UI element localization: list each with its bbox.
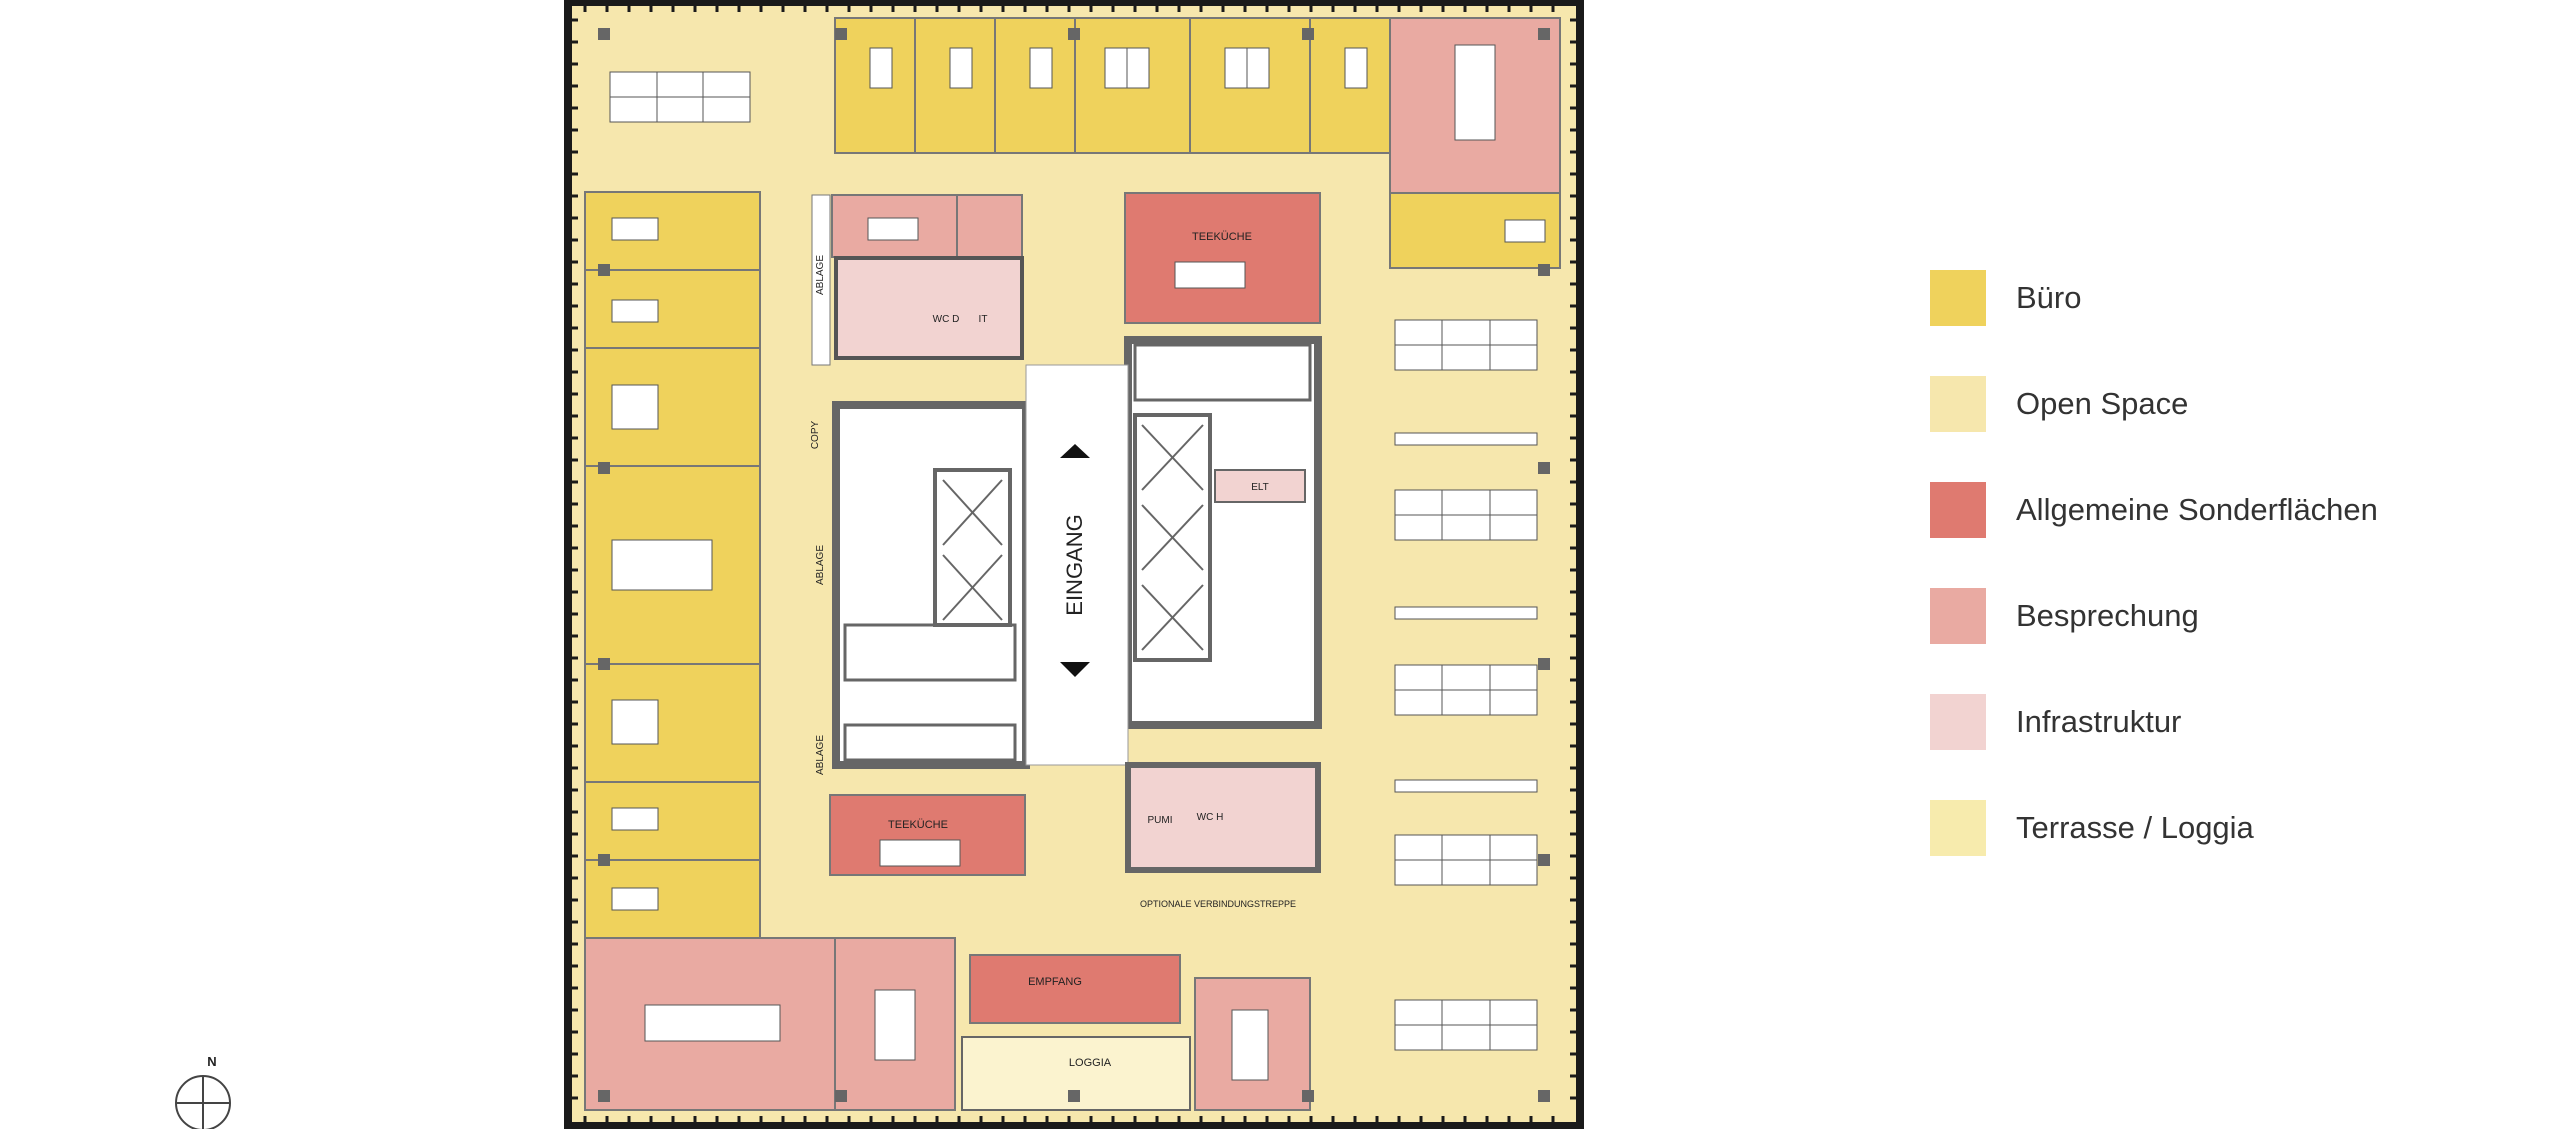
core-left bbox=[832, 401, 1030, 769]
legend-label: Infrastruktur bbox=[2016, 704, 2182, 739]
tea-kitchen-top-label: TEEKÜCHE bbox=[1192, 231, 1252, 243]
tea-kitchen-top bbox=[1124, 192, 1321, 324]
wc-h-block bbox=[1125, 762, 1321, 873]
compass-north-label: N bbox=[207, 1054, 216, 1069]
legend-label: Büro bbox=[2016, 280, 2082, 315]
compass-icon bbox=[175, 1075, 231, 1129]
legend-label: Terrasse / Loggia bbox=[2016, 810, 2254, 845]
legend-swatch bbox=[1930, 694, 1986, 750]
legend-label: Open Space bbox=[2016, 386, 2189, 421]
reception-label: EMPFANG bbox=[1028, 976, 1082, 988]
legend-item-infrastruktur: Infrastruktur bbox=[1930, 694, 2378, 750]
legend-swatch bbox=[1930, 376, 1986, 432]
left-offices bbox=[584, 191, 761, 939]
legend-swatch bbox=[1930, 482, 1986, 538]
legend-item-open-space: Open Space bbox=[1930, 376, 2378, 432]
legend-item-terrasse: Terrasse / Loggia bbox=[1930, 800, 2378, 856]
structural-columns bbox=[598, 28, 1550, 1102]
copy-label: COPY bbox=[810, 421, 821, 450]
elt-label: ELT bbox=[1251, 482, 1269, 493]
core-right bbox=[1124, 336, 1322, 729]
pumi-label: PUMI bbox=[1148, 815, 1173, 826]
ablage-label-3: ABLAGE bbox=[815, 735, 826, 775]
ablage-label-1: ABLAGE bbox=[815, 255, 826, 295]
stair-note-label: OPTIONALE VERBINDUNGSTREPPE bbox=[1140, 899, 1296, 909]
legend-item-buero: Büro bbox=[1930, 270, 2378, 326]
arrow-up-icon bbox=[1060, 444, 1090, 458]
loggia-label: LOGGIA bbox=[1069, 1057, 1112, 1069]
bottom-rooms bbox=[584, 937, 1311, 1111]
arrow-down-icon bbox=[1060, 662, 1090, 677]
core-left-top bbox=[811, 194, 1024, 366]
entrance-hall bbox=[1025, 364, 1129, 766]
top-offices bbox=[834, 17, 1561, 269]
wc-h-label: WC H bbox=[1197, 812, 1224, 823]
legend-swatch bbox=[1930, 270, 1986, 326]
legend-item-sonderflaechen: Allgemeine Sonderflächen bbox=[1930, 482, 2378, 538]
right-desk-clusters bbox=[1394, 319, 1538, 1051]
wc-d-label: WC D bbox=[933, 314, 960, 325]
legend: Büro Open Space Allgemeine Sonderflächen… bbox=[1930, 270, 2378, 906]
legend-label: Allgemeine Sonderflächen bbox=[2016, 492, 2378, 527]
it-label: IT bbox=[979, 314, 988, 325]
open-desks-top-left bbox=[609, 71, 751, 123]
ablage-label-2: ABLAGE bbox=[815, 545, 826, 585]
legend-item-besprechung: Besprechung bbox=[1930, 588, 2378, 644]
legend-label: Besprechung bbox=[2016, 598, 2199, 633]
tea-kitchen-bottom-label: TEEKÜCHE bbox=[888, 819, 948, 831]
legend-swatch bbox=[1930, 588, 1986, 644]
legend-swatch bbox=[1930, 800, 1986, 856]
entrance-label: EINGANG bbox=[1062, 514, 1087, 615]
facade-mullions bbox=[568, 2, 1580, 1126]
